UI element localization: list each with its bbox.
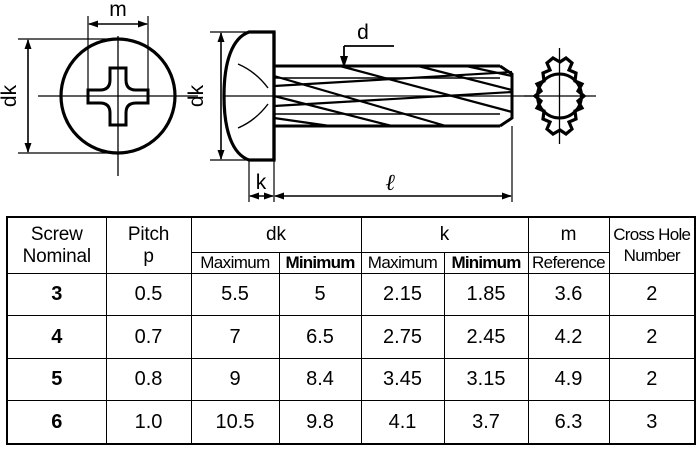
label-dk-side: dk: [185, 84, 208, 107]
l-arrow-left: [274, 192, 284, 200]
header-row-sub: Maximum Minimum Maximum Minimum Referenc…: [7, 252, 695, 274]
cell-k-max: 2.15: [360, 272, 445, 317]
cell-pitch-p: 1.0: [105, 400, 192, 445]
d-leader-arrow: [340, 56, 348, 68]
cell-screw-nominal: 4: [6, 315, 107, 359]
label-m: m: [109, 0, 127, 21]
cell-dk-min: 8.4: [278, 357, 362, 402]
cell-k-min: 1.85: [443, 272, 529, 317]
head-recess-line-lower: [237, 103, 269, 129]
thread-helix-lines: [273, 64, 513, 128]
cell-k-max: 2.75: [360, 315, 445, 359]
header-row-top: Screw Nominal Pitch p dk k m Cross Hole …: [6, 216, 696, 274]
cell-k-max: 4.1: [360, 400, 445, 445]
cell-dk-min: 5: [278, 272, 362, 317]
l-arrow-right: [502, 192, 512, 200]
cell-screw-nominal: 3: [6, 272, 107, 317]
label-l: ℓ: [385, 170, 395, 195]
header-group-m: m: [527, 216, 610, 253]
header-m-reference: Reference: [527, 252, 610, 274]
table-head: Screw Nominal Pitch p dk k m Cross Hole …: [6, 216, 696, 274]
k-arrow-right: [264, 192, 274, 200]
technical-drawing: m dk dk d k ℓ: [0, 0, 596, 202]
header-cross-hole-line2: Number: [623, 245, 681, 265]
header-dk-maximum: Maximum: [190, 252, 280, 274]
header-group-dk: dk: [190, 216, 362, 253]
cell-k-min: 3.7: [443, 400, 529, 445]
label-d: d: [357, 21, 369, 44]
cell-k-max: 3.45: [360, 357, 445, 402]
cell-m-ref: 3.6: [527, 272, 610, 317]
dk-side-arrow-top: [217, 32, 225, 42]
cell-pitch-p: 0.5: [105, 272, 192, 317]
cell-m-ref: 6.3: [527, 400, 610, 445]
header-pitch-line2: p: [143, 245, 154, 267]
label-k: k: [256, 171, 267, 194]
m-arrow-right: [138, 20, 148, 28]
header-pitch-line1: Pitch: [127, 223, 170, 245]
cell-cross-hole-number: 3: [608, 400, 696, 445]
cell-dk-max: 9: [190, 357, 280, 402]
header-cross-hole-number: Cross Hole Number: [608, 216, 696, 274]
cell-cross-hole-number: 2: [608, 357, 696, 402]
cell-m-ref: 4.9: [527, 357, 610, 402]
header-cross-hole-line1: Cross Hole: [613, 225, 691, 245]
label-dk-front: dk: [0, 84, 21, 107]
dk-side-arrow-bottom: [217, 150, 225, 160]
cell-cross-hole-number: 2: [608, 315, 696, 359]
cell-k-min: 2.45: [443, 315, 529, 359]
cell-dk-max: 10.5: [190, 400, 280, 445]
header-pitch: Pitch p: [105, 216, 192, 274]
cell-screw-nominal: 6: [6, 400, 107, 445]
cell-k-min: 3.15: [443, 357, 529, 402]
header-k-minimum: Minimum: [443, 252, 529, 274]
dk-front-arrow-top: [24, 39, 32, 49]
m-arrow-left: [88, 20, 98, 28]
header-screw-nominal-line1: Screw: [30, 223, 83, 245]
cell-dk-min: 9.8: [278, 400, 362, 445]
cell-screw-nominal: 5: [6, 357, 107, 402]
cell-dk-max: 7: [190, 315, 280, 359]
cell-m-ref: 4.2: [527, 315, 610, 359]
cross-recess-star: [86, 66, 150, 127]
specification-table-container: Screw Nominal Pitch p dk k m Cross Hole …: [6, 216, 697, 445]
header-group-k: k: [360, 216, 529, 253]
header-dk-minimum: Minimum: [278, 252, 362, 274]
k-arrow-left: [249, 192, 259, 200]
cell-dk-min: 6.5: [278, 315, 362, 359]
specification-table: Screw Nominal Pitch p dk k m Cross Hole …: [6, 216, 697, 445]
cell-dk-max: 5.5: [190, 272, 280, 317]
dk-front-arrow-bottom: [24, 143, 32, 153]
head-recess-line-upper: [237, 63, 269, 89]
header-k-maximum: Maximum: [360, 252, 445, 274]
cell-cross-hole-number: 2: [608, 272, 696, 317]
cell-pitch-p: 0.8: [105, 357, 192, 402]
header-screw-nominal: Screw Nominal: [6, 216, 107, 274]
header-screw-nominal-line2: Nominal: [22, 245, 91, 267]
cell-pitch-p: 0.7: [105, 315, 192, 359]
